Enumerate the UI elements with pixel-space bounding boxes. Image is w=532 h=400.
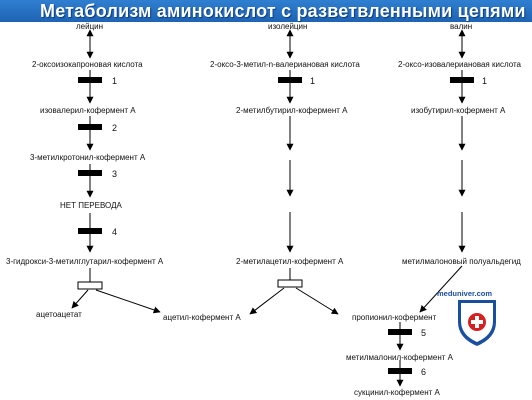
step-1-left: 1 [112,76,118,86]
label-methylbutyryl-coa: 2-метилбутирил-кофермент А [236,106,348,115]
step-4: 4 [112,227,118,237]
label-methylmalonate-semialdehyde: метилмалоновый полуальдегид [402,257,521,266]
step-5: 5 [421,328,427,338]
arrow-to-acetoacetate [71,289,89,309]
title-bar [0,0,532,22]
label-isovaleryl-coa: изовалерил-кофермент А [40,106,136,115]
label-methylacetyl-coa: 2-метилацетил-кофермент А [236,257,344,266]
label-isobutyryl-coa: изобутирил-кофермент А [411,106,506,115]
watermark-text: meduniver.com [437,289,493,298]
step-2: 2 [112,123,118,133]
label-acetoacetate: ацетоацетат [36,310,82,319]
arrow-mid-to-acetyl [249,287,285,315]
step-3: 3 [112,169,118,179]
label-isoleucine: изолейцин [268,22,308,31]
enzyme-block-5 [388,329,412,335]
enzyme-block-1-right [450,77,474,83]
label-valine: валин [450,22,473,31]
arrow-semialdehyde-propionyl [419,265,463,313]
label-hmg-coa: 3-гидрокси-3-метилглутарил-кофермент А [6,257,164,266]
step-1-right: 1 [482,76,488,86]
enzyme-block-2 [78,124,102,130]
split-box-left [77,281,103,290]
label-methylmalonyl-coa: метилмалонил-кофермент А [346,353,453,362]
step-1-middle: 1 [310,76,316,86]
label-methylcrotonyl-coa: 3-метилкротонил-кофермент А [30,153,146,162]
label-propionyl-coa: пропионил-кофермент [352,313,437,322]
enzyme-block-4 [78,228,102,234]
medical-shield-icon [458,300,496,346]
arrow-mid-to-propionyl [295,287,339,315]
label-leucine: лейцин [76,22,104,31]
step-6: 6 [421,367,427,377]
enzyme-block-6 [388,368,412,374]
label-acetyl-coa: ацетил-кофермент А [163,313,241,322]
label-oxoisovaleric-acid: 2-оксо-изовалериановая кислота [398,60,521,69]
arrow-to-acetyl-left [95,289,161,314]
label-no-translation: НЕТ ПЕРЕВОДА [60,201,122,210]
enzyme-block-1-left [78,77,102,83]
split-box-middle [277,279,303,288]
label-succinyl-coa: сукцинил-кофермент А [354,388,440,397]
enzyme-block-1-middle [278,77,302,83]
enzyme-block-3 [78,170,102,176]
page-title: Метаболизм аминокислот с разветвленными … [40,1,526,21]
label-oxo-methylvaleric-acid: 2-оксо-3-метил-n-валериановая кислота [210,60,360,69]
label-oxoisocaproic-acid: 2-оксоизокапроновая кислота [32,60,143,69]
